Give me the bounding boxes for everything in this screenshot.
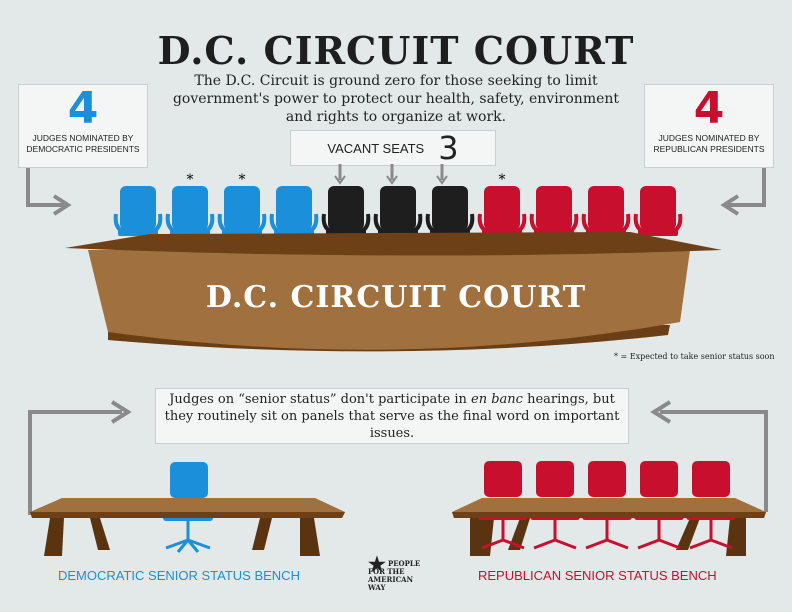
court-seats: * * * <box>113 172 683 236</box>
seat-democratic: * <box>217 172 267 236</box>
arrow-icon <box>334 175 448 185</box>
arrow-icon <box>110 400 132 424</box>
seat-republican: * <box>477 172 527 236</box>
desk-label: D.C. CIRCUIT COURT <box>205 280 587 315</box>
arrow-icon <box>26 168 64 207</box>
democratic-bench-label: DEMOCRATIC SENIOR STATUS BENCH <box>58 568 300 583</box>
senior-asterisk: * <box>499 172 506 188</box>
arrow-icon <box>52 194 72 216</box>
democratic-count: 4 <box>67 83 99 134</box>
democratic-count-box: 4 JUDGES NOMINATED BY DEMOCRATIC PRESIDE… <box>18 84 148 168</box>
senior-asterisk: * <box>187 172 194 188</box>
seat-republican <box>529 186 579 236</box>
seat-vacant <box>425 186 475 236</box>
footnote: * = Expected to take senior status soon <box>614 352 775 361</box>
arrow-icon <box>28 410 122 515</box>
seat-vacant <box>321 186 371 236</box>
note-text: hearings, but they routinely sit on pane… <box>164 392 620 441</box>
star-icon: ★ <box>368 552 386 576</box>
republican-bench <box>452 461 766 556</box>
senior-asterisk: * <box>239 172 246 188</box>
vacant-count: 3 <box>438 129 459 167</box>
republican-count: 4 <box>693 83 725 134</box>
note-text: Judges on “senior status” don't particip… <box>169 392 471 407</box>
intro-text: The D.C. Circuit is ground zero for thos… <box>172 73 620 125</box>
arrow-icon <box>728 168 766 207</box>
democratic-label: JUDGES NOMINATED BY DEMOCRATIC PRESIDENT… <box>26 133 140 154</box>
senior-status-note: Judges on “senior status” don't particip… <box>155 388 629 444</box>
seat-democratic <box>269 186 319 236</box>
seat-democratic: * <box>165 172 215 236</box>
seat-democratic <box>113 186 163 236</box>
republican-count-box: 4 JUDGES NOMINATED BY REPUBLICAN PRESIDE… <box>644 84 774 168</box>
note-emphasis: en banc <box>471 392 523 407</box>
republican-label: JUDGES NOMINATED BY REPUBLICAN PRESIDENT… <box>653 133 765 154</box>
vacant-label: VACANT SEATS <box>327 140 425 156</box>
seat-republican <box>633 186 683 236</box>
arrow-icon <box>720 194 740 216</box>
arrows <box>26 164 768 515</box>
arrow-icon <box>660 410 768 512</box>
republican-bench-label: REPUBLICAN SENIOR STATUS BENCH <box>478 568 717 583</box>
seat-vacant <box>373 186 423 236</box>
page-title: D.C. CIRCUIT COURT <box>157 28 635 73</box>
democratic-bench <box>30 462 345 556</box>
vacant-seats-box: VACANT SEATS 3 <box>290 129 496 167</box>
arrow-icon <box>650 400 672 424</box>
seat-republican <box>581 186 631 236</box>
arrow-icon <box>338 164 444 180</box>
court-desk <box>65 232 722 352</box>
